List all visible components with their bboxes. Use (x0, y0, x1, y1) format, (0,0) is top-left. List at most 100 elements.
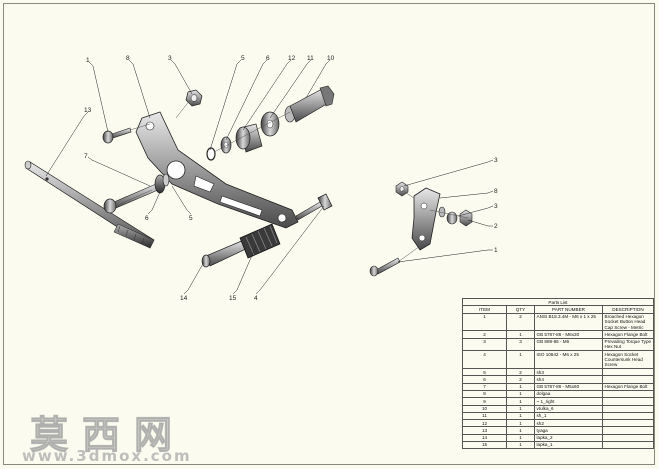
row-part-number: GB 5787-86 - M6x30 (534, 330, 603, 339)
row-qty: 3 (506, 337, 535, 352)
balloon-10: 10 (327, 55, 335, 62)
row-part-number: GB 5787-86 - M5x60 (534, 382, 603, 391)
row-description (602, 404, 654, 413)
balloon-7: 7 (84, 153, 88, 160)
balloon-8: 8 (126, 55, 130, 62)
balloon-3-right: 3 (494, 157, 498, 164)
balloon-3: 3 (168, 55, 172, 62)
balloon-1-right: 1 (494, 247, 498, 254)
row-part-number: lapka_2 (534, 433, 603, 442)
row-part-number: sh4 (534, 375, 603, 384)
row-item: 1 (462, 312, 507, 332)
balloon-12: 12 (288, 55, 296, 62)
row-qty: 1 (506, 433, 535, 442)
row-description (602, 426, 654, 435)
row-part-number: sh2 (534, 419, 603, 428)
balloon-5-lower: 5 (189, 215, 193, 222)
row-part-number: ~ 1_right (534, 397, 603, 406)
parts-list-title: Parts List (462, 297, 654, 307)
row-item: 4 (462, 350, 507, 370)
balloon-4: 4 (254, 295, 258, 302)
row-item: 14 (462, 433, 507, 442)
row-qty: 1 (506, 419, 535, 428)
row-part-number: lapka_1 (534, 440, 603, 450)
row-part-number: ISO 10642 - M6 x 25 (534, 350, 603, 370)
row-description: Hexagon Flange Bolt (602, 330, 654, 339)
foot-peg-part (201, 223, 281, 268)
balloon-11: 11 (307, 55, 314, 62)
parts-list-table: Parts List ITEM QTY PART NUMBER DESCRIPT… (462, 297, 654, 450)
row-qty: 1 (506, 404, 535, 413)
row-qty: 1 (506, 440, 535, 450)
row-description: Hexagon Flange Bolt (602, 382, 654, 391)
balloon-3-right-lower: 3 (494, 203, 498, 210)
balloon-15: 15 (229, 295, 237, 302)
header-description: DESCRIPTION (602, 305, 654, 314)
spacer-stack-part (206, 85, 335, 161)
row-qty: 2 (506, 312, 535, 332)
balloon-5: 5 (241, 55, 245, 62)
row-item: 13 (462, 426, 507, 435)
row-item: 2 (462, 330, 507, 339)
balloon-13: 13 (84, 107, 92, 114)
row-item: 3 (462, 337, 507, 352)
row-description (602, 375, 654, 384)
row-qty: 1 (506, 397, 535, 406)
rod-part (24, 160, 155, 249)
row-qty: 2 (506, 368, 535, 377)
row-item: 8 (462, 389, 507, 399)
row-item: 5 (462, 368, 507, 377)
row-description (602, 419, 654, 428)
header-part-number: PART NUMBER (534, 305, 603, 314)
drawing-sheet-border (3, 3, 655, 465)
header-item: ITEM (462, 305, 507, 314)
row-qty: 1 (506, 426, 535, 435)
row-item: 6 (462, 375, 507, 384)
row-item: 7 (462, 382, 507, 391)
row-item: 9 (462, 397, 507, 406)
row-item: 12 (462, 419, 507, 428)
row-description (602, 389, 654, 399)
leader-lines (45, 59, 494, 295)
row-part-number: sh_1 (534, 411, 603, 421)
row-description (602, 368, 654, 377)
row-qty: 1 (506, 330, 535, 339)
row-qty: 1 (506, 411, 535, 421)
screw-4-part (295, 193, 333, 221)
row-description (602, 397, 654, 406)
row-item: 11 (462, 411, 507, 421)
balloon-1: 1 (86, 57, 90, 64)
row-part-number: sh3 (534, 368, 603, 377)
row-description (602, 440, 654, 450)
row-qty: 2 (506, 375, 535, 384)
nut-3-part (185, 89, 203, 107)
row-description (602, 411, 654, 421)
row-item: 10 (462, 404, 507, 413)
balloon-6-lower: 6 (145, 215, 149, 222)
bracket-part (135, 111, 299, 229)
row-part-number: vtulka_6 (534, 404, 603, 413)
row-part-number: tyaga (534, 426, 603, 435)
balloon-6: 6 (266, 55, 270, 62)
row-qty: 1 (506, 382, 535, 391)
row-part-number: GB 889-86 - M6 (534, 337, 603, 352)
balloon-8-right: 8 (494, 188, 498, 195)
row-description (602, 433, 654, 442)
header-qty: QTY (506, 305, 535, 314)
row-item: 15 (462, 440, 507, 450)
